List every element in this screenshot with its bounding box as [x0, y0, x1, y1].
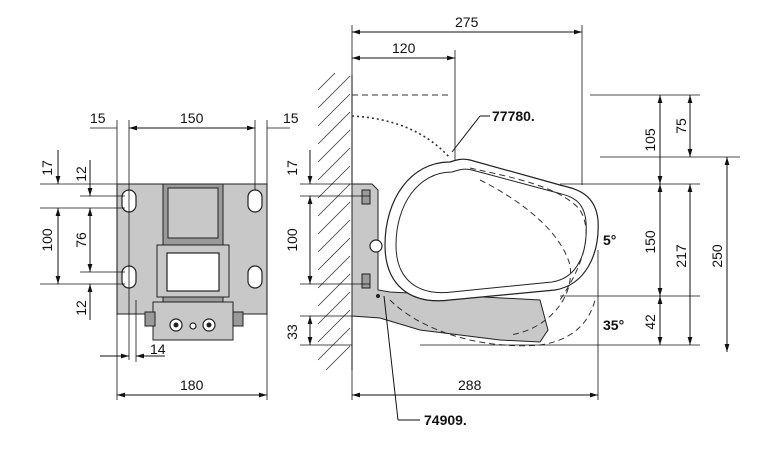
mount-slot-top-right	[247, 189, 263, 213]
dim-288: 288	[458, 377, 482, 393]
dim-12-bottom: 12	[73, 300, 89, 316]
ref-upper-leader	[451, 115, 481, 153]
dim-120: 120	[392, 40, 416, 56]
ref-lower-leader	[383, 295, 399, 421]
dim-17-left: 17	[39, 160, 55, 176]
dim-75: 75	[673, 118, 689, 134]
housing-body	[351, 183, 549, 343]
dim-76: 76	[73, 232, 89, 248]
ref-upper-label: 77780.	[492, 108, 535, 124]
dim-180: 180	[180, 377, 204, 393]
swing-arc	[351, 115, 451, 159]
lower-marker-dot	[376, 294, 380, 298]
valve-right-nut	[232, 311, 244, 327]
ref-lower-label: 74909.	[424, 412, 467, 428]
wall-hatching	[317, 72, 353, 371]
front-view: 15 150 15 17 12 100 76 12 14 180	[39, 110, 299, 400]
side-dim-100: 100	[284, 228, 300, 252]
dim-15-right: 15	[283, 110, 299, 126]
valve-block	[152, 301, 234, 341]
tilt-35-outline	[479, 179, 572, 336]
dim-12-top: 12	[73, 166, 89, 182]
valve-connector-left-core	[173, 322, 179, 328]
dim-150-side: 150	[642, 230, 658, 254]
side-dim-17: 17	[284, 160, 300, 176]
bracket-bolt-bottom	[361, 273, 371, 289]
bracket-bolt-top	[361, 189, 371, 205]
side-view: 77780. 74909. 5° 35° 275 120 17 100 33	[284, 14, 740, 428]
dim-14: 14	[150, 341, 166, 357]
center-window	[166, 252, 220, 292]
angle-35-label: 35°	[603, 317, 624, 333]
side-connector	[369, 239, 383, 253]
tilt-5-outline	[469, 167, 587, 301]
basin-inner	[395, 168, 587, 294]
tilt-lower-outline	[389, 299, 596, 347]
dim-42: 42	[642, 314, 658, 330]
angle-5-label: 5°	[603, 232, 616, 248]
dim-15-left: 15	[90, 110, 106, 126]
valve-connector-right-core	[206, 322, 212, 328]
dim-105: 105	[642, 128, 658, 152]
dim-217: 217	[673, 244, 689, 268]
center-column-upper	[167, 187, 219, 239]
mount-slot-bottom-right	[247, 265, 263, 289]
valve-center-screw	[189, 322, 197, 330]
dim-275: 275	[455, 14, 479, 30]
side-dim-33: 33	[284, 324, 300, 340]
dim-250: 250	[709, 244, 725, 268]
dim-100-left: 100	[39, 228, 55, 252]
valve-left-nut	[144, 311, 156, 327]
dim-150: 150	[180, 110, 204, 126]
